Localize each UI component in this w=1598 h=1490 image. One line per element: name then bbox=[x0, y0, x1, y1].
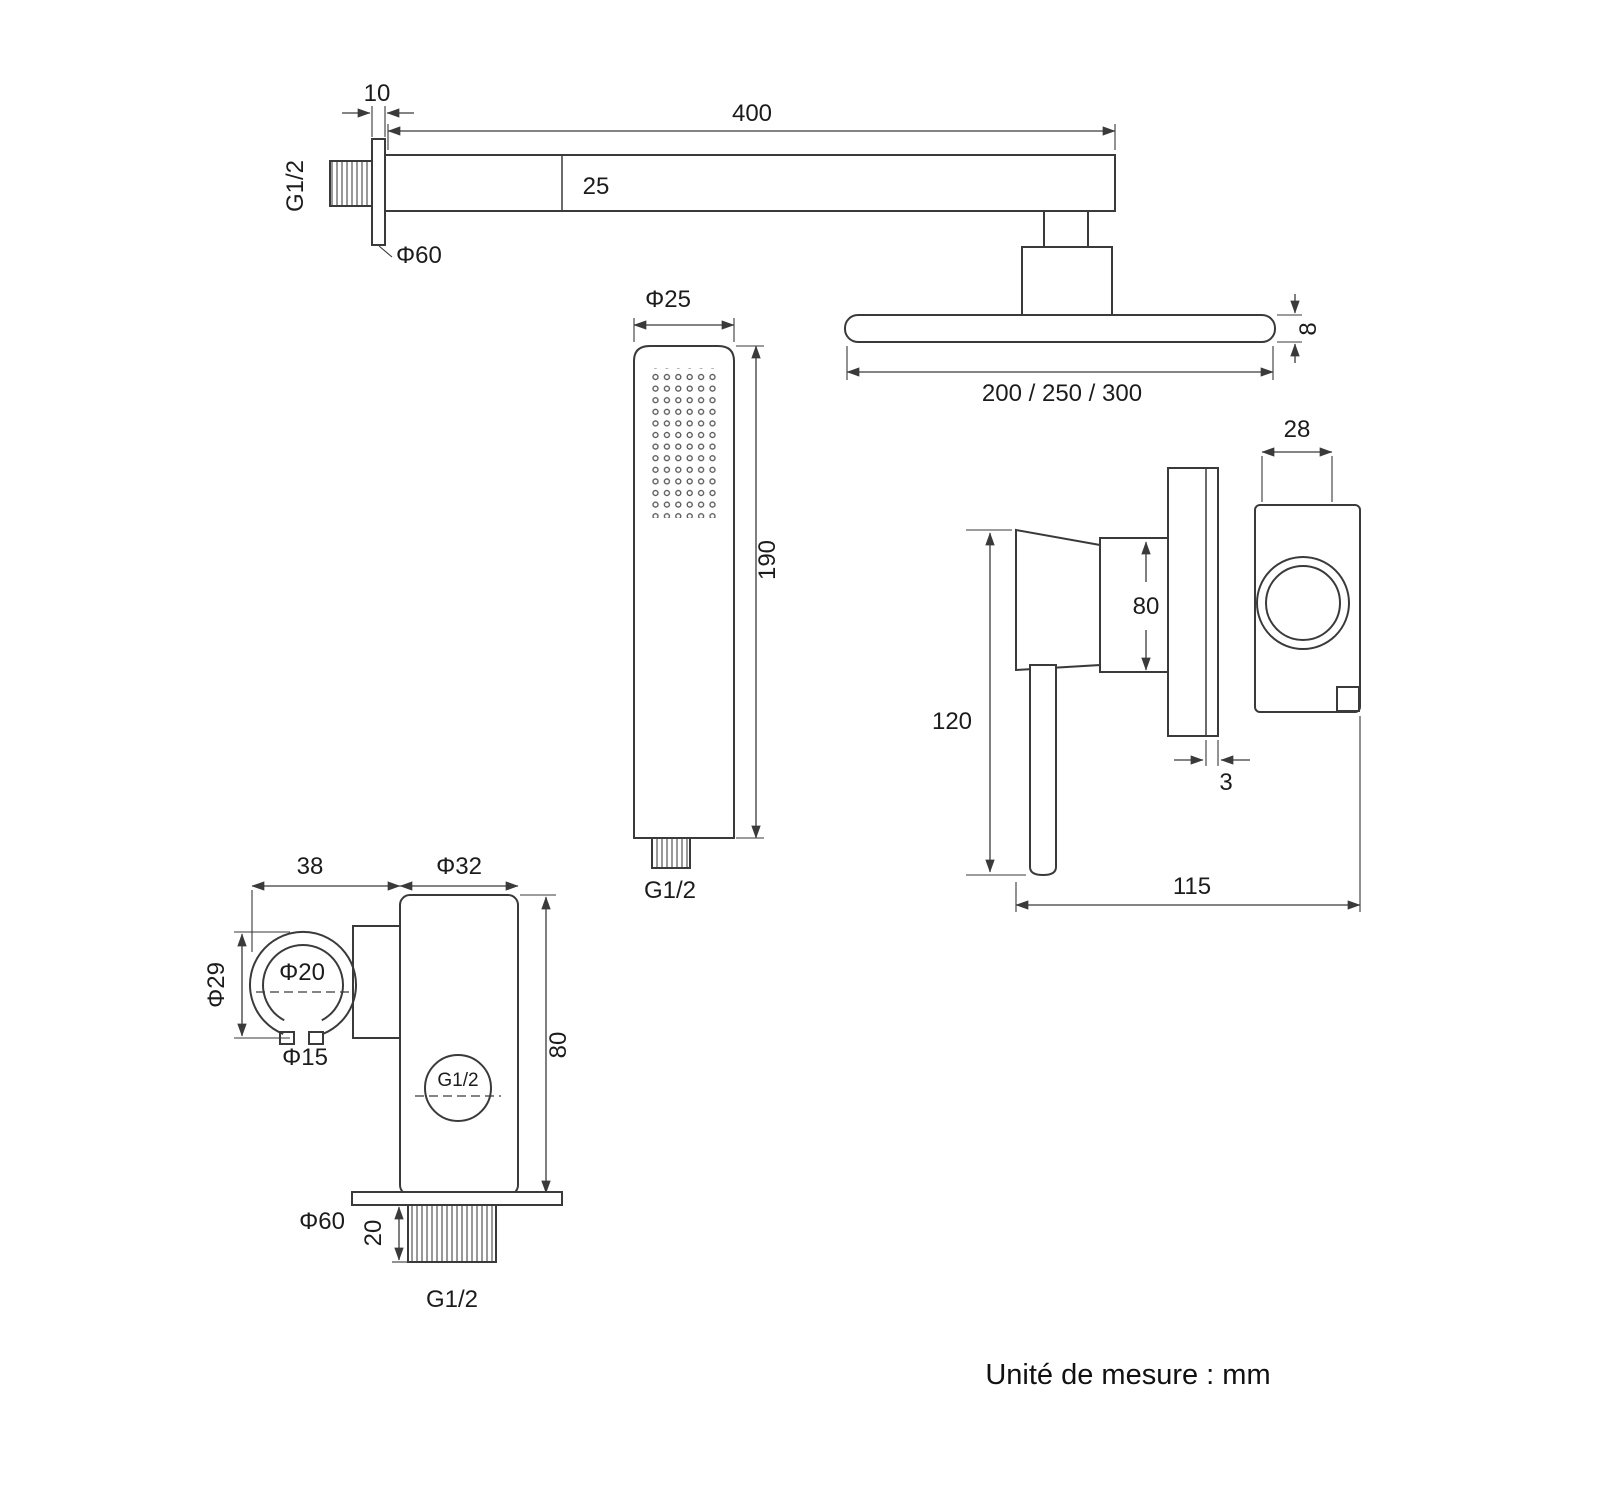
outlet-holder-gap-dim: Φ15 bbox=[282, 1044, 328, 1071]
outlet-flange-diameter-label: Φ60 bbox=[299, 1208, 345, 1235]
outlet-holder-outer-dim: Φ29 bbox=[203, 962, 230, 1008]
shower-arm-drawing: 10 400 25 G1/2 Φ60 bbox=[282, 80, 1116, 316]
mixer-plate-thickness-dim: 3 bbox=[1219, 769, 1232, 796]
outlet-center-thread-label: G1/2 bbox=[437, 1070, 478, 1091]
outlet-bottom-thread-label: G1/2 bbox=[426, 1286, 478, 1313]
arm-flange-diameter-label: Φ60 bbox=[396, 242, 442, 269]
head-diameter-options-dim: 200 / 250 / 300 bbox=[982, 380, 1142, 407]
outlet-stub-length-dim: 20 bbox=[360, 1220, 387, 1247]
arm-height-dim: 25 bbox=[583, 173, 610, 200]
handshower-length-dim: 190 bbox=[754, 540, 781, 580]
head-thickness-dim: 8 bbox=[1295, 322, 1322, 335]
outlet-holder-inner-dim: Φ20 bbox=[279, 959, 325, 986]
arm-length-dim: 400 bbox=[732, 100, 772, 127]
handshower-diameter-dim: Φ25 bbox=[645, 286, 691, 313]
outlet-offset-dim: 38 bbox=[297, 853, 324, 880]
mixer-depth-dim: 115 bbox=[1173, 873, 1211, 900]
mixer-valve-drawing: 80 120 3 28 115 bbox=[932, 416, 1361, 912]
outlet-body-width-dim: Φ32 bbox=[436, 853, 482, 880]
shower-head-drawing: 8 200 / 250 / 300 bbox=[844, 294, 1322, 407]
unit-note: Unité de mesure : mm bbox=[985, 1359, 1270, 1391]
outlet-height-dim: 80 bbox=[545, 1032, 572, 1059]
mixer-body-dim: 80 bbox=[1133, 593, 1160, 620]
mixer-knob-width-dim: 28 bbox=[1284, 416, 1311, 443]
wall-outlet-drawing: 38 Φ32 Φ20 Φ15 Φ29 80 G1/2 Φ60 bbox=[203, 853, 572, 1313]
handshower-thread-label: G1/2 bbox=[644, 877, 696, 904]
mixer-height-dim: 120 bbox=[932, 708, 972, 735]
arm-flange-width-dim: 10 bbox=[364, 80, 391, 107]
hand-shower-drawing: Φ25 190 G1/2 bbox=[633, 286, 781, 904]
arm-thread-label: G1/2 bbox=[282, 160, 309, 212]
